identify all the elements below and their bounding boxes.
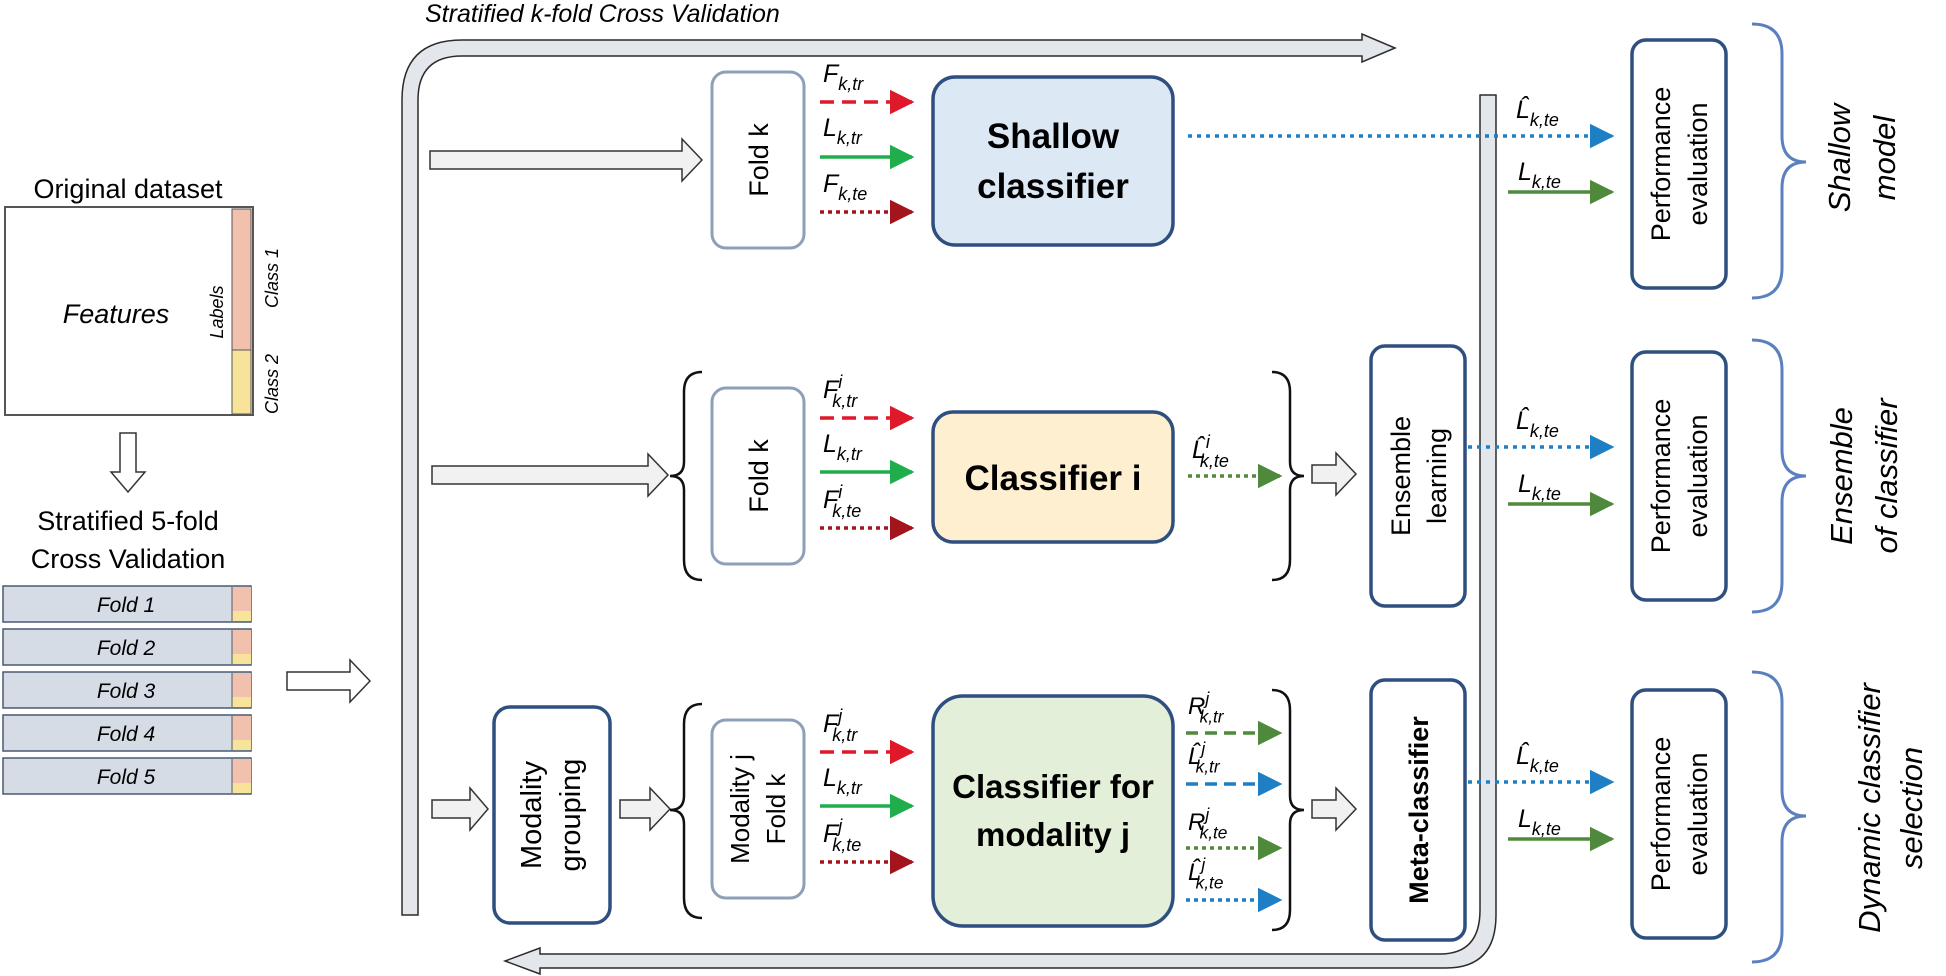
meta-classifier-box — [1369, 678, 1467, 942]
row3-perf-label-1: Performance — [1646, 737, 1676, 892]
row3-in2-label: Lk,tr — [823, 764, 863, 798]
class1-bar — [231, 208, 252, 351]
row3-fold-box — [710, 718, 806, 900]
row2-fold-label: Fold k — [744, 439, 774, 513]
row1-in2-label: Lk,tr — [823, 114, 863, 148]
classifier-j-label-2: modality j — [976, 816, 1130, 853]
row1-side-label-2: model — [1867, 115, 1902, 201]
row3-to-meta-arrow — [1311, 786, 1358, 832]
row1-out-pred-label: L̂k,te — [1516, 95, 1559, 130]
row1-in1-label: Fk,tr — [823, 60, 864, 94]
row2-brace — [1751, 338, 1807, 614]
row3-fold-label-1: Modality j — [725, 754, 755, 864]
class2-bar — [231, 349, 252, 415]
top-title: Stratified k-fold Cross Validation — [425, 0, 780, 28]
features-label: Features — [63, 299, 170, 329]
original-dataset-title: Original dataset — [33, 174, 223, 204]
fold-label-2: Fold 2 — [97, 637, 156, 660]
fold-label-3: Fold 3 — [97, 680, 156, 703]
row2-perf-label-1: Performance — [1646, 399, 1676, 554]
row1-fold-box — [710, 70, 806, 250]
row1-perf-box — [1630, 38, 1728, 290]
cv5-title-2: Cross Validation — [31, 544, 226, 574]
row1-brace — [1751, 22, 1807, 300]
fold-list: Fold 1 Fold 2 Fold 3 Fold 4 Fold 5 — [2, 585, 252, 795]
row2-to-ensemble-arrow — [1311, 451, 1358, 497]
row2-right-brace — [1271, 370, 1305, 582]
classifier-i-label: Classifier i — [964, 459, 1141, 498]
modality-grouping-label-1: Modality — [516, 761, 548, 869]
row2-side-label-2: of classifier — [1869, 397, 1904, 554]
row2-in2-label: Lk,tr — [823, 430, 863, 464]
modality-grouping-label-2: grouping — [555, 759, 587, 872]
row3-out-true-label: Lk,te — [1518, 805, 1561, 839]
row1-side-label-1: Shallow — [1822, 101, 1857, 212]
row3-perf-box — [1630, 688, 1728, 940]
ensemble-label-2: learning — [1422, 428, 1452, 524]
row2-out-pred-label: L̂k,te — [1516, 406, 1559, 441]
row1-in3-label: Fk,te — [823, 170, 867, 204]
row3-out-pred-label: L̂k,te — [1516, 741, 1559, 776]
ensemble-label-1: Ensemble — [1386, 416, 1416, 536]
class1-label: Class 1 — [262, 248, 282, 308]
row1-entry-arrow — [429, 137, 704, 183]
shallow-classifier-label-2: classifier — [977, 167, 1129, 206]
modality-grouping-box — [492, 705, 612, 925]
classifier-j-box — [931, 694, 1175, 928]
shallow-classifier-box — [931, 75, 1175, 247]
row2-perf-box — [1630, 350, 1728, 602]
row3-fold-label-2: Fold k — [761, 773, 791, 845]
classifier-i-box — [931, 410, 1175, 544]
folds-to-loop-arrow — [286, 658, 372, 704]
row3-perf-label-2: evaluation — [1683, 752, 1713, 875]
row1-perf-label-2: evaluation — [1683, 102, 1713, 225]
row3-side-label-1: Dynamic classifier — [1852, 681, 1887, 932]
down-arrow — [109, 432, 147, 494]
fold-item-1: Fold 1 — [2, 585, 252, 623]
row3-left-brace — [669, 702, 703, 920]
outer-loop-bottom — [502, 94, 1497, 976]
classifier-j-label-1: Classifier for — [952, 768, 1154, 805]
row3-side-label-2: selection — [1894, 747, 1929, 869]
fold-label-1: Fold 1 — [97, 594, 155, 617]
dataset-box — [4, 206, 254, 416]
fold-item-3: Fold 3 — [2, 671, 252, 709]
fold-item-5: Fold 5 — [2, 757, 252, 795]
row1-out-true-label: Lk,te — [1518, 158, 1561, 192]
labels-label: Labels — [207, 285, 227, 338]
row2-fold-box — [710, 386, 806, 566]
fold-label-5: Fold 5 — [97, 766, 156, 789]
row3-brace — [1751, 670, 1807, 964]
row1-perf-label-1: Performance — [1646, 87, 1676, 242]
row3-entry-arrow — [431, 785, 489, 833]
row2-side-label-1: Ensemble — [1824, 407, 1859, 545]
meta-classifier-label: Meta-classifier — [1404, 716, 1434, 904]
row1-fold-label: Fold k — [744, 123, 774, 197]
fold-item-2: Fold 2 — [2, 628, 252, 666]
fold-item-4: Fold 4 — [2, 714, 252, 752]
ensemble-box — [1369, 344, 1467, 608]
row3-right-brace — [1271, 688, 1305, 932]
cv5-title-1: Stratified 5-fold — [37, 506, 219, 536]
outer-loop-top — [401, 32, 1397, 916]
class2-label: Class 2 — [262, 354, 282, 414]
row2-out-true-label: Lk,te — [1518, 470, 1561, 504]
row2-perf-label-2: evaluation — [1683, 414, 1713, 537]
row2-entry-arrow — [431, 452, 670, 498]
row2-left-brace — [669, 370, 703, 582]
shallow-classifier-label-1: Shallow — [987, 117, 1120, 156]
grouping-to-fold-arrow — [619, 786, 672, 832]
fold-label-4: Fold 4 — [97, 723, 155, 746]
